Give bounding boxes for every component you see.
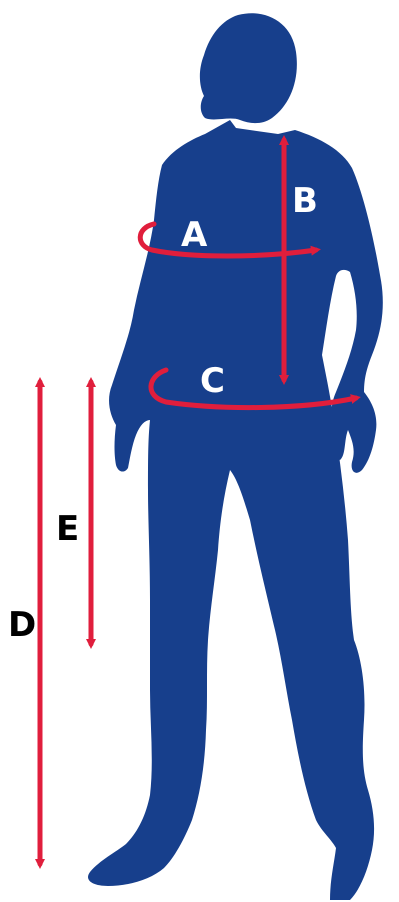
- label-b: B: [292, 181, 318, 221]
- body-silhouette: [88, 13, 383, 900]
- label-d: D: [8, 605, 36, 645]
- head-shape: [200, 13, 297, 123]
- torso-and-limbs-shape: [88, 120, 383, 900]
- label-a: A: [181, 215, 208, 255]
- label-e: E: [56, 509, 79, 549]
- label-c: C: [200, 361, 225, 401]
